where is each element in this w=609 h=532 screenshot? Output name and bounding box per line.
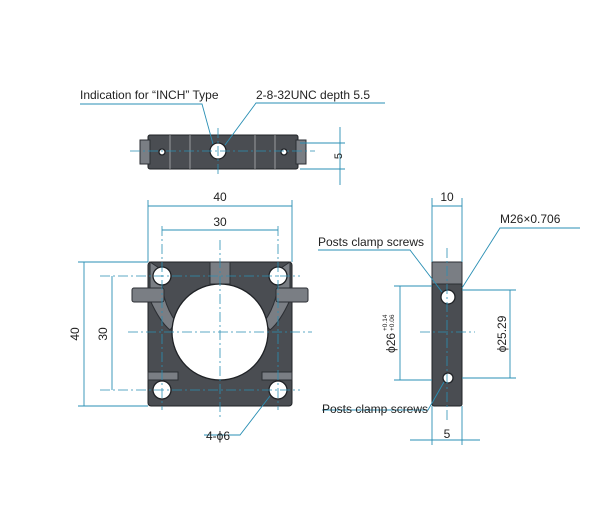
top-height-label: 5: [333, 153, 345, 159]
height-30-label: 30: [96, 327, 110, 341]
top-view-screw-left: [158, 148, 166, 156]
top-view-screw-right: [280, 148, 288, 156]
thread-m26-label: M26×0.706: [500, 212, 561, 226]
side-10-label: 10: [440, 190, 454, 204]
front-view: [78, 200, 312, 436]
bore-tol-upper: +0.14: [382, 314, 389, 331]
bore-tol-lower: +0.06: [389, 314, 396, 331]
diameter-2529-label: ϕ25.29: [495, 315, 509, 352]
height-40-label: 40: [68, 327, 82, 341]
lower-right-pocket: [261, 371, 293, 381]
thread-spec-label: 2-8-32UNC depth 5.5: [256, 88, 370, 102]
top-view: [80, 102, 385, 185]
side-view-clamp-hole-lower: [442, 372, 454, 384]
top-view-right-cap: [295, 139, 307, 165]
inch-indication-label: Indication for “INCH” Type: [80, 88, 219, 102]
posts-clamp-upper-label: Posts clamp screws: [318, 235, 424, 249]
left-clamp-screw: [131, 287, 165, 303]
side-5-label: 5: [444, 427, 451, 441]
side-view-clamp-hole-upper: [440, 289, 456, 305]
bore-diameter-dimension: ϕ26 +0.14 +0.06: [382, 314, 398, 353]
posts-clamp-lower-label: Posts clamp screws: [322, 402, 428, 416]
top-view-left-cap: [139, 139, 151, 165]
right-clamp-screw: [275, 287, 309, 303]
width-40-label: 40: [213, 190, 227, 204]
width-30-label: 30: [213, 215, 227, 229]
bore-diameter-label: ϕ26: [384, 333, 398, 353]
holes-note-label: 4-ϕ6: [206, 429, 230, 443]
side-view: [318, 198, 580, 445]
lower-left-pocket: [147, 371, 179, 381]
